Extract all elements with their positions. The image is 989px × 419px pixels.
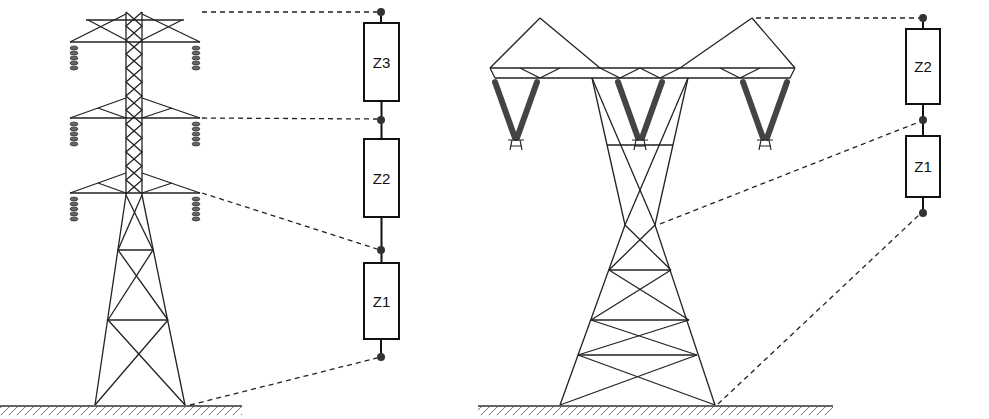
impedance-label: Z2 — [914, 58, 932, 75]
impedance-box: Z3 — [363, 22, 400, 102]
impedance-label: Z1 — [914, 158, 932, 175]
impedance-box: Z1 — [363, 262, 400, 340]
impedance-box: Z2 — [905, 28, 941, 105]
impedance-label: Z3 — [373, 54, 391, 71]
impedance-label: Z1 — [373, 293, 391, 310]
impedance-box: Z1 — [905, 135, 941, 198]
impedance-label: Z2 — [373, 170, 391, 187]
series-wire — [381, 218, 383, 262]
impedance-box: Z2 — [363, 138, 400, 218]
